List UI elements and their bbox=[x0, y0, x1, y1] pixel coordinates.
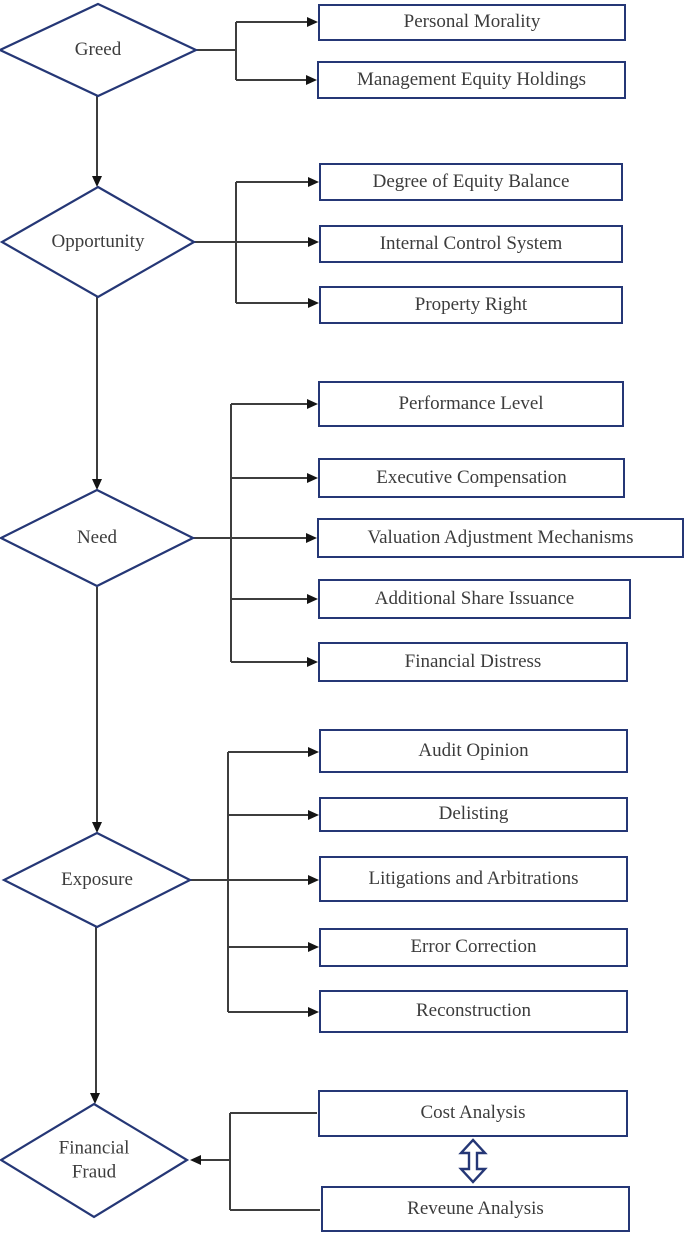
factor-box-financial-distress: Financial Distress bbox=[318, 642, 628, 682]
arrowhead-internal-control bbox=[308, 237, 319, 247]
arrowhead-management-equity bbox=[306, 75, 317, 85]
arrowhead-into-need bbox=[92, 479, 102, 490]
arrowhead-valuation-adjustment bbox=[306, 533, 317, 543]
diamond-label-opportunity: Opportunity bbox=[51, 231, 145, 253]
factor-box-valuation-adjustment-mechanisms: Valuation Adjustment Mechanisms bbox=[317, 518, 684, 558]
branch-greed bbox=[196, 21, 310, 81]
branch-financial-fraud bbox=[197, 1112, 320, 1211]
factor-box-reveune-analysis: Reveune Analysis bbox=[321, 1186, 630, 1232]
factor-box-delisting: Delisting bbox=[319, 797, 628, 832]
diamond-need bbox=[0, 488, 196, 588]
branch-exposure bbox=[190, 751, 311, 1013]
factor-box-internal-control-system: Internal Control System bbox=[319, 225, 623, 263]
arrowhead-property-right bbox=[308, 298, 319, 308]
branch-need bbox=[193, 403, 310, 663]
diamond-label-greed: Greed bbox=[74, 39, 122, 61]
factor-box-performance-level: Performance Level bbox=[318, 381, 624, 427]
arrowhead-financial-distress bbox=[307, 657, 318, 667]
arrowhead-degree-equity bbox=[308, 177, 319, 187]
arrowhead-into-exposure bbox=[92, 822, 102, 833]
arrowhead-delisting bbox=[308, 810, 319, 820]
arrowhead-executive-compensation bbox=[307, 473, 318, 483]
factor-box-additional-share-issuance: Additional Share Issuance bbox=[318, 579, 631, 619]
factor-box-management-equity-holdings: Management Equity Holdings bbox=[317, 61, 626, 99]
factor-box-degree-of-equity-balance: Degree of Equity Balance bbox=[319, 163, 623, 201]
diamond-opportunity bbox=[0, 185, 197, 299]
arrowhead-reconstruction bbox=[308, 1007, 319, 1017]
diamond-greed bbox=[0, 2, 199, 98]
factor-box-cost-analysis: Cost Analysis bbox=[318, 1090, 628, 1137]
arrowhead-into-financial-fraud bbox=[90, 1093, 100, 1104]
diamond-label-financial-fraud: Financial Fraud bbox=[58, 1137, 130, 1182]
branch-opportunity bbox=[194, 181, 311, 304]
factor-box-executive-compensation: Executive Compensation bbox=[318, 458, 625, 498]
factor-box-error-correction: Error Correction bbox=[319, 928, 628, 967]
arrowhead-into-fraud-left bbox=[190, 1155, 201, 1165]
arrowhead-audit-opinion bbox=[308, 747, 319, 757]
factor-box-personal-morality: Personal Morality bbox=[318, 4, 626, 41]
factor-box-audit-opinion: Audit Opinion bbox=[319, 729, 628, 773]
diamond-label-exposure: Exposure bbox=[61, 869, 133, 891]
factor-box-reconstruction: Reconstruction bbox=[319, 990, 628, 1033]
diamond-exposure bbox=[1, 831, 193, 929]
double-arrow-icon bbox=[458, 1138, 488, 1184]
factor-box-property-right: Property Right bbox=[319, 286, 623, 324]
arrowhead-performance-level bbox=[307, 399, 318, 409]
diamond-financial-fraud bbox=[0, 1102, 190, 1219]
diamond-label-need: Need bbox=[76, 527, 118, 549]
arrowhead-into-opportunity bbox=[92, 176, 102, 187]
arrowhead-personal-morality bbox=[307, 17, 318, 27]
factor-box-litigations-and-arbitrations: Litigations and Arbitrations bbox=[319, 856, 628, 902]
arrowhead-additional-share bbox=[307, 594, 318, 604]
arrowhead-litigations bbox=[308, 875, 319, 885]
arrowhead-error-correction bbox=[308, 942, 319, 952]
